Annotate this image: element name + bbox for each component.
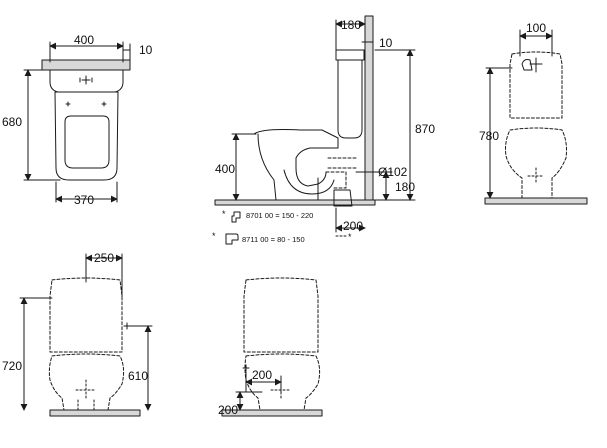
toilet-front-view <box>484 29 588 205</box>
dim-rear-height-label: 720 <box>2 359 23 373</box>
pipe-adapter-icon <box>231 211 241 223</box>
dim-height-label: 870 <box>415 122 436 136</box>
side-bowl-rim <box>253 129 339 169</box>
note-star-1: * <box>222 209 226 219</box>
toilet-top-view <box>23 41 131 203</box>
rear-bowl <box>48 353 125 411</box>
dim-tank-depth-label: 180 <box>341 18 362 32</box>
note-star-3: * <box>348 232 352 242</box>
side-outlet-pipe <box>325 171 347 189</box>
dim-floor-offset-y-label: 200 <box>218 403 239 417</box>
dim-front-height-label: 780 <box>479 129 500 143</box>
flush-button-icon <box>79 75 93 85</box>
front-tank <box>509 51 563 119</box>
dim-wall-gap-label: 10 <box>379 36 393 50</box>
side-outlet-connector <box>327 157 357 169</box>
dim-seat-height-label: 400 <box>215 162 236 176</box>
toilet-floor-view <box>221 277 323 417</box>
dim-floor-offset-x-label: 200 <box>252 368 273 382</box>
dim-outlet-offset-label: 200 <box>343 219 364 233</box>
toilet-rear-view <box>19 253 153 417</box>
dim-tank-gap-label: 10 <box>139 43 153 57</box>
front-flush-detail <box>521 59 533 71</box>
dim-top-depth-label: 680 <box>2 115 23 129</box>
note-adapter-1: 8701 00 = 150 - 220 <box>246 211 314 220</box>
dim-top-width-label: 400 <box>74 33 95 47</box>
floor-view-tank <box>243 277 319 353</box>
side-tank <box>337 59 363 139</box>
dim-outlet-diameter-label: Ø102 <box>378 165 408 179</box>
toilet-side-view <box>214 15 416 245</box>
rear-pedestal-lines <box>77 399 95 411</box>
hinge-icon <box>65 101 107 107</box>
rear-tank <box>49 277 123 353</box>
dim-base-width-label: 370 <box>74 193 95 207</box>
side-trap-outer <box>283 169 335 195</box>
front-bowl <box>505 127 567 199</box>
top-view-wall <box>41 59 131 71</box>
dim-outlet-height-label: 180 <box>395 180 416 194</box>
front-floor <box>484 197 588 205</box>
side-bowl-front <box>257 133 277 201</box>
front-outlet-cross <box>527 167 545 185</box>
pipe-adapter-icon <box>225 233 239 245</box>
dim-rear-mid-height-label: 610 <box>128 369 149 383</box>
side-floor-outlet <box>333 189 353 207</box>
rear-outlet-cross <box>75 379 97 401</box>
note-adapter-2: 8711 00 = 80 - 150 <box>242 235 305 244</box>
top-view-bowl <box>54 91 119 181</box>
front-flush-cross <box>529 57 543 73</box>
side-wall <box>364 15 374 203</box>
rear-floor <box>49 409 141 417</box>
side-floor <box>214 199 376 206</box>
side-tank-lid <box>335 49 365 61</box>
dim-rear-offset-label: 250 <box>94 251 115 265</box>
dim-front-top-label: 100 <box>526 21 547 35</box>
side-trap <box>295 167 327 187</box>
top-view-seat-opening <box>64 115 110 169</box>
floor-view-connection-cross <box>242 364 250 372</box>
note-star-2: * <box>212 231 216 241</box>
